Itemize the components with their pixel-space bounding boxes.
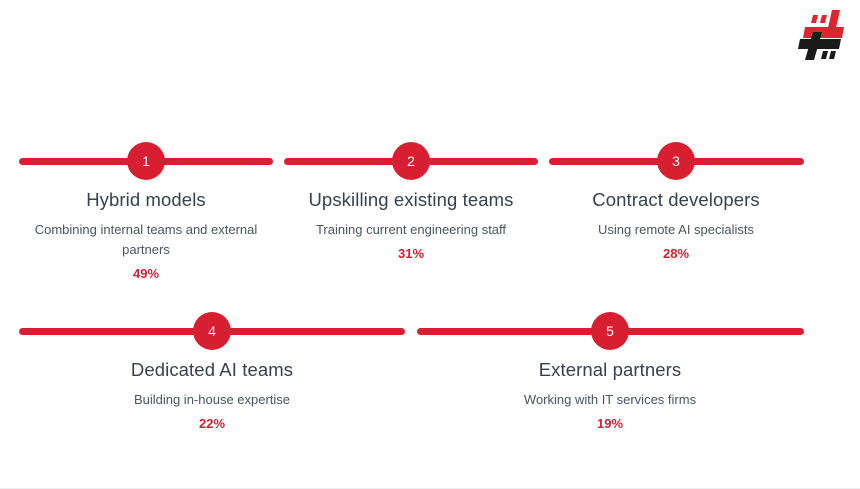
item-percent-5: 19%: [596, 416, 624, 432]
item-percent-2: 31%: [397, 246, 425, 262]
item-percent-3: 28%: [662, 246, 690, 262]
step-node-4[interactable]: 4: [193, 312, 231, 350]
item-description-4: Building in-house expertise: [133, 392, 291, 408]
item-description-3: Using remote AI specialists: [597, 222, 755, 238]
timeline-item-5: External partners Working with IT servic…: [490, 358, 730, 433]
logo-red-mark: [803, 10, 844, 38]
item-title-1: Hybrid models: [86, 189, 206, 210]
logo-black-mark: [798, 32, 841, 60]
timeline-item-1: Hybrid models Combining internal teams a…: [26, 188, 266, 283]
item-percent-4: 22%: [198, 416, 226, 432]
step-number-2: 2: [407, 153, 415, 169]
item-title-4: Dedicated AI teams: [130, 359, 294, 380]
item-description-5: Working with IT services firms: [523, 392, 697, 408]
step-node-2[interactable]: 2: [392, 142, 430, 180]
step-number-1: 1: [142, 153, 150, 169]
step-number-4: 4: [208, 323, 216, 339]
item-description-1: Combining internal teams and external pa…: [34, 222, 258, 258]
item-percent-1: 49%: [132, 266, 160, 282]
step-node-5[interactable]: 5: [591, 312, 629, 350]
item-title-3: Contract developers: [592, 189, 760, 210]
timeline-item-4: Dedicated AI teams Building in-house exp…: [92, 358, 332, 433]
step-node-1[interactable]: 1: [127, 142, 165, 180]
company-logo: [792, 6, 850, 64]
item-title-2: Upskilling existing teams: [308, 189, 514, 210]
timeline-item-3: Contract developers Using remote AI spec…: [556, 188, 796, 263]
step-node-3[interactable]: 3: [657, 142, 695, 180]
timeline-item-2: Upskilling existing teams Training curre…: [291, 188, 531, 263]
step-number-5: 5: [606, 323, 614, 339]
step-number-3: 3: [672, 153, 680, 169]
item-title-5: External partners: [538, 359, 682, 380]
item-description-2: Training current engineering staff: [315, 222, 507, 238]
